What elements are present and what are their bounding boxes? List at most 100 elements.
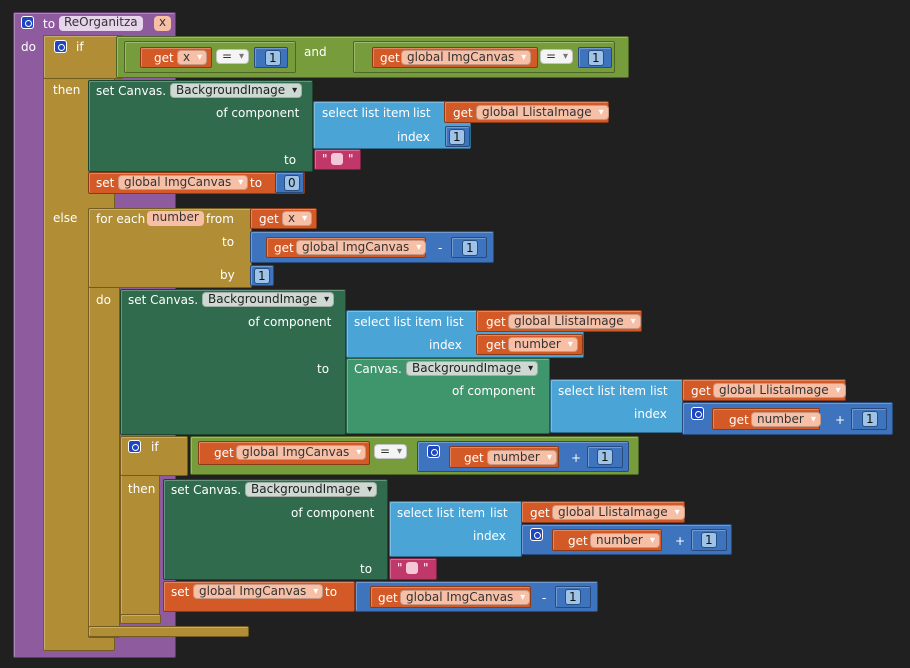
of-component-label: of component: [291, 506, 375, 520]
string-value[interactable]: [331, 153, 343, 165]
get-label: get: [530, 506, 550, 520]
number-value[interactable]: 1: [449, 129, 465, 145]
if-label: if: [76, 40, 84, 54]
var-imgcanvas-dropdown[interactable]: global ImgCanvas: [236, 445, 367, 460]
set-canvas-label: set Canvas.: [128, 293, 199, 307]
var-number-dropdown[interactable]: number: [590, 533, 660, 548]
select-list-item-label: select list item: [354, 315, 443, 329]
if-mutator-icon[interactable]: [128, 440, 141, 453]
number-value[interactable]: 1: [254, 268, 270, 284]
string-value[interactable]: [406, 562, 418, 574]
set-canvas-bg-block[interactable]: [120, 289, 346, 435]
add-mutator-icon[interactable]: [691, 407, 704, 420]
for-each-label: for each: [96, 212, 146, 226]
number-value[interactable]: 1: [588, 50, 604, 66]
eq-operator-dropdown[interactable]: =: [216, 49, 250, 64]
var-llista-dropdown[interactable]: global LlistaImage: [476, 105, 609, 120]
procedure-name-field[interactable]: ReOrganitza: [59, 16, 143, 31]
plus-operator: +: [835, 413, 846, 427]
procedure-param-x[interactable]: x: [154, 16, 172, 31]
number-value[interactable]: 1: [597, 449, 613, 465]
var-imgcanvas-dropdown[interactable]: global ImgCanvas: [400, 590, 531, 605]
set-canvas-label: set Canvas.: [96, 84, 167, 98]
number-value[interactable]: 1: [565, 589, 581, 605]
of-component-label: of component: [452, 384, 536, 398]
prop-bg-dropdown[interactable]: BackgroundImage: [170, 83, 303, 98]
string-open-quote: ": [397, 561, 403, 575]
number-value[interactable]: 1: [862, 411, 878, 427]
select-list-item-label: select list item: [322, 106, 411, 120]
to-label: to: [317, 362, 330, 376]
list-label: list: [446, 315, 464, 329]
var-number-dropdown[interactable]: number: [751, 412, 821, 427]
prop-bg-dropdown[interactable]: BackgroundImage: [245, 482, 378, 497]
get-label: get: [729, 413, 749, 427]
prop-bg-dropdown[interactable]: BackgroundImage: [406, 361, 539, 376]
add-mutator-icon[interactable]: [530, 528, 543, 541]
from-label: from: [206, 212, 234, 226]
set-canvas-label: set Canvas.: [171, 483, 242, 497]
select-list-item-block[interactable]: [550, 379, 683, 433]
if-label: if: [151, 440, 159, 454]
for-range-block-bottom[interactable]: [88, 626, 249, 637]
procedure-mutator-icon[interactable]: [21, 16, 34, 29]
minus-operator: -: [542, 591, 547, 605]
var-imgcanvas-dropdown[interactable]: global ImgCanvas: [193, 584, 324, 599]
canvas-component-label: Canvas.: [354, 362, 402, 376]
then-label: then: [128, 482, 156, 496]
get-label: get: [486, 338, 506, 352]
prop-bg-dropdown[interactable]: BackgroundImage: [202, 292, 335, 307]
plus-operator: +: [675, 534, 686, 548]
if-block-bottom[interactable]: [120, 614, 161, 624]
procedure-do-label: do: [21, 40, 36, 54]
list-label: list: [413, 106, 431, 120]
if-mutator-icon[interactable]: [54, 40, 67, 53]
plus-operator: +: [571, 451, 582, 465]
index-label: index: [634, 407, 667, 421]
get-label: get: [380, 51, 400, 65]
loop-do-label: do: [96, 293, 111, 307]
eq-operator-dropdown[interactable]: =: [374, 444, 408, 459]
var-llista-dropdown[interactable]: global LlistaImage: [508, 314, 641, 329]
get-label: get: [453, 106, 473, 120]
list-label: list: [490, 506, 508, 520]
number-value[interactable]: 1: [701, 532, 717, 548]
to-label: to: [284, 153, 297, 167]
get-label: get: [691, 384, 711, 398]
add-mutator-icon[interactable]: [427, 445, 440, 458]
select-list-item-label: select list item: [397, 506, 486, 520]
var-number-dropdown[interactable]: number: [487, 450, 557, 465]
select-list-item-block[interactable]: [389, 501, 522, 557]
of-component-label: of component: [216, 106, 300, 120]
var-llista-dropdown[interactable]: global LlistaImage: [552, 505, 685, 520]
var-imgcanvas-dropdown[interactable]: global ImgCanvas: [401, 50, 532, 65]
number-value[interactable]: 1: [462, 240, 478, 256]
to-label: to: [325, 585, 338, 599]
to-label: to: [222, 235, 235, 249]
string-close-quote: ": [423, 561, 429, 575]
number-value[interactable]: 1: [265, 50, 281, 66]
minus-operator: -: [438, 241, 443, 255]
index-label: index: [429, 338, 462, 352]
set-label: set: [171, 585, 190, 599]
get-label: get: [378, 591, 398, 605]
index-label: index: [473, 529, 506, 543]
index-label: index: [397, 130, 430, 144]
eq-operator-dropdown[interactable]: =: [540, 49, 574, 64]
loop-var-number[interactable]: number: [147, 211, 204, 226]
get-label: get: [274, 241, 294, 255]
var-imgcanvas-dropdown[interactable]: global ImgCanvas: [296, 240, 427, 255]
var-llista-dropdown[interactable]: global LlistaImage: [713, 383, 846, 398]
var-x-dropdown[interactable]: x: [177, 50, 208, 65]
and-label: and: [304, 45, 327, 59]
var-imgcanvas-dropdown[interactable]: global ImgCanvas: [118, 175, 249, 190]
get-label: get: [464, 451, 484, 465]
number-value[interactable]: 0: [284, 175, 300, 191]
list-label: list: [650, 384, 668, 398]
var-number-dropdown[interactable]: number: [508, 337, 578, 352]
by-label: by: [220, 268, 235, 282]
var-x-dropdown[interactable]: x: [282, 211, 313, 226]
string-open-quote: ": [322, 152, 328, 166]
of-component-label: of component: [248, 315, 332, 329]
